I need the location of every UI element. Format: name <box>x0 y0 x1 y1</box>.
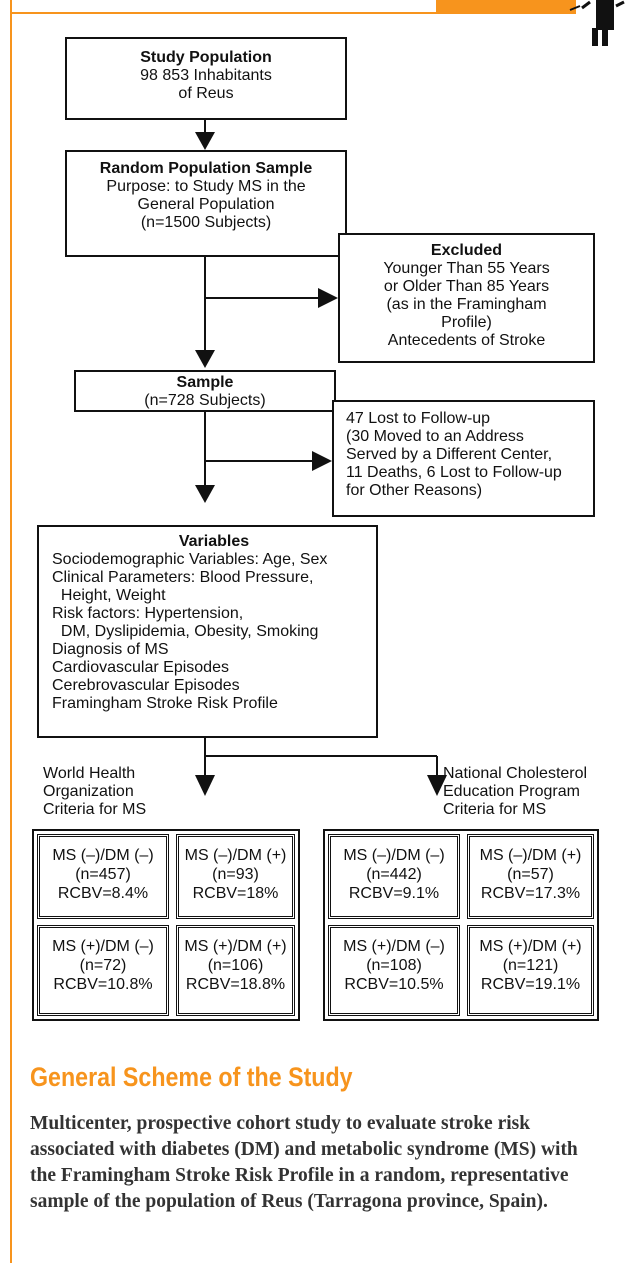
ncep-result-cell: MS (+)/DM (+) (n=121) RCBV=19.1% <box>467 925 594 1016</box>
result-group: MS (–)/DM (+) <box>184 847 287 864</box>
excluded-line: Profile) <box>441 314 492 331</box>
lost-line: Served by a Different Center, <box>346 446 553 463</box>
who-result-cell: MS (+)/DM (+) (n=106) RCBV=18.8% <box>176 925 295 1016</box>
who-result-cell: MS (+)/DM (–) (n=72) RCBV=10.8% <box>37 925 169 1016</box>
who-criteria-line: Criteria for MS <box>43 801 147 818</box>
result-n: (n=457) <box>75 866 131 883</box>
variables-box: Variables Sociodemographic Variables: Ag… <box>37 525 378 738</box>
random-sample-title: Random Population Sample <box>99 160 313 177</box>
corner-accent-tab <box>436 0 576 14</box>
ncep-criteria-line: Education Program <box>443 783 580 800</box>
lost-line: (30 Moved to an Address <box>346 428 524 445</box>
result-group: MS (–)/DM (–) <box>52 847 154 864</box>
result-group: MS (+)/DM (–) <box>343 938 445 955</box>
variables-title: Variables <box>178 533 250 550</box>
who-criteria-line: World Health <box>43 765 136 782</box>
result-n: (n=72) <box>79 957 127 974</box>
excluded-line: Younger Than 55 Years <box>383 260 550 277</box>
result-rcbv: RCBV=9.1% <box>348 885 440 902</box>
ncep-criteria-line: National Cholesterol <box>443 765 588 782</box>
lost-line: 47 Lost to Follow-up <box>346 410 491 427</box>
variables-line: DM, Dyslipidemia, Obesity, Smoking <box>52 623 319 640</box>
section-heading: General Scheme of the Study <box>30 1062 353 1092</box>
lost-to-followup-box: 47 Lost to Follow-up (30 Moved to an Add… <box>332 400 595 517</box>
sample-title: Sample <box>176 374 234 391</box>
random-sample-line: (n=1500 Subjects) <box>140 214 272 231</box>
variables-line: Framingham Stroke Risk Profile <box>52 695 278 712</box>
result-n: (n=93) <box>212 866 259 883</box>
who-criteria-label: World Health Organization Criteria for M… <box>43 765 146 819</box>
study-population-title: Study Population <box>140 49 272 66</box>
study-population-box: Study Population 98 853 Inhabitants of R… <box>65 37 347 120</box>
variables-line: Risk factors: Hypertension, <box>52 605 244 622</box>
result-group: MS (–)/DM (+) <box>479 847 582 864</box>
ncep-result-cell: MS (+)/DM (–) (n=108) RCBV=10.5% <box>328 925 460 1016</box>
excluded-title: Excluded <box>430 242 503 259</box>
result-group: MS (–)/DM (–) <box>343 847 445 864</box>
excluded-line: (as in the Framingham <box>386 296 547 313</box>
result-group: MS (+)/DM (+) <box>479 938 582 955</box>
result-rcbv: RCBV=18% <box>192 885 279 902</box>
ncep-result-cell: MS (–)/DM (–) (n=442) RCBV=9.1% <box>328 834 460 919</box>
variables-line: Cerebrovascular Episodes <box>52 677 240 694</box>
variables-line: Diagnosis of MS <box>52 641 169 658</box>
random-sample-line: General Population <box>137 196 275 213</box>
result-group: MS (+)/DM (+) <box>184 938 287 955</box>
result-rcbv: RCBV=18.8% <box>185 976 286 993</box>
result-n: (n=57) <box>507 866 554 883</box>
result-n: (n=442) <box>366 866 422 883</box>
section-body: Multicenter, prospective cohort study to… <box>30 1113 578 1212</box>
excluded-line: Antecedents of Stroke <box>387 332 546 349</box>
result-rcbv: RCBV=8.4% <box>57 885 149 902</box>
sample-box: Sample (n=728 Subjects) <box>74 370 336 412</box>
lost-line: for Other Reasons) <box>346 482 483 499</box>
variables-line: Clinical Parameters: Blood Pressure, <box>52 569 314 586</box>
result-rcbv: RCBV=17.3% <box>480 885 581 902</box>
random-sample-box: Random Population Sample Purpose: to Stu… <box>65 150 347 257</box>
page-frame-left-rule <box>10 0 12 1263</box>
ncep-criteria-label: National Cholesterol Education Program C… <box>443 765 587 819</box>
who-result-cell: MS (–)/DM (–) (n=457) RCBV=8.4% <box>37 834 169 919</box>
ncep-criteria-line: Criteria for MS <box>443 801 547 818</box>
who-criteria-line: Organization <box>43 783 134 800</box>
variables-line: Height, Weight <box>52 587 166 604</box>
sample-line: (n=728 Subjects) <box>144 392 266 409</box>
page-frame-top-rule <box>10 12 438 14</box>
variables-line: Cardiovascular Episodes <box>52 659 229 676</box>
random-sample-line: Purpose: to Study MS in the <box>106 178 306 195</box>
result-rcbv: RCBV=19.1% <box>480 976 581 993</box>
study-population-line: of Reus <box>178 85 234 102</box>
flowchart-connectors <box>195 120 447 796</box>
result-n: (n=121) <box>502 957 559 974</box>
excluded-line: or Older Than 85 Years <box>383 278 550 295</box>
study-population-line: 98 853 Inhabitants <box>140 67 272 84</box>
corner-figure-icon <box>569 0 625 46</box>
who-result-cell: MS (–)/DM (+) (n=93) RCBV=18% <box>176 834 295 919</box>
result-group: MS (+)/DM (–) <box>52 938 154 955</box>
result-rcbv: RCBV=10.8% <box>53 976 153 993</box>
result-rcbv: RCBV=10.5% <box>344 976 444 993</box>
result-n: (n=106) <box>207 957 264 974</box>
variables-line: Sociodemographic Variables: Age, Sex <box>52 551 328 568</box>
excluded-box: Excluded Younger Than 55 Years or Older … <box>338 233 595 363</box>
result-n: (n=108) <box>366 957 422 974</box>
lost-line: 11 Deaths, 6 Lost to Follow-up <box>346 464 562 481</box>
ncep-result-cell: MS (–)/DM (+) (n=57) RCBV=17.3% <box>467 834 594 919</box>
